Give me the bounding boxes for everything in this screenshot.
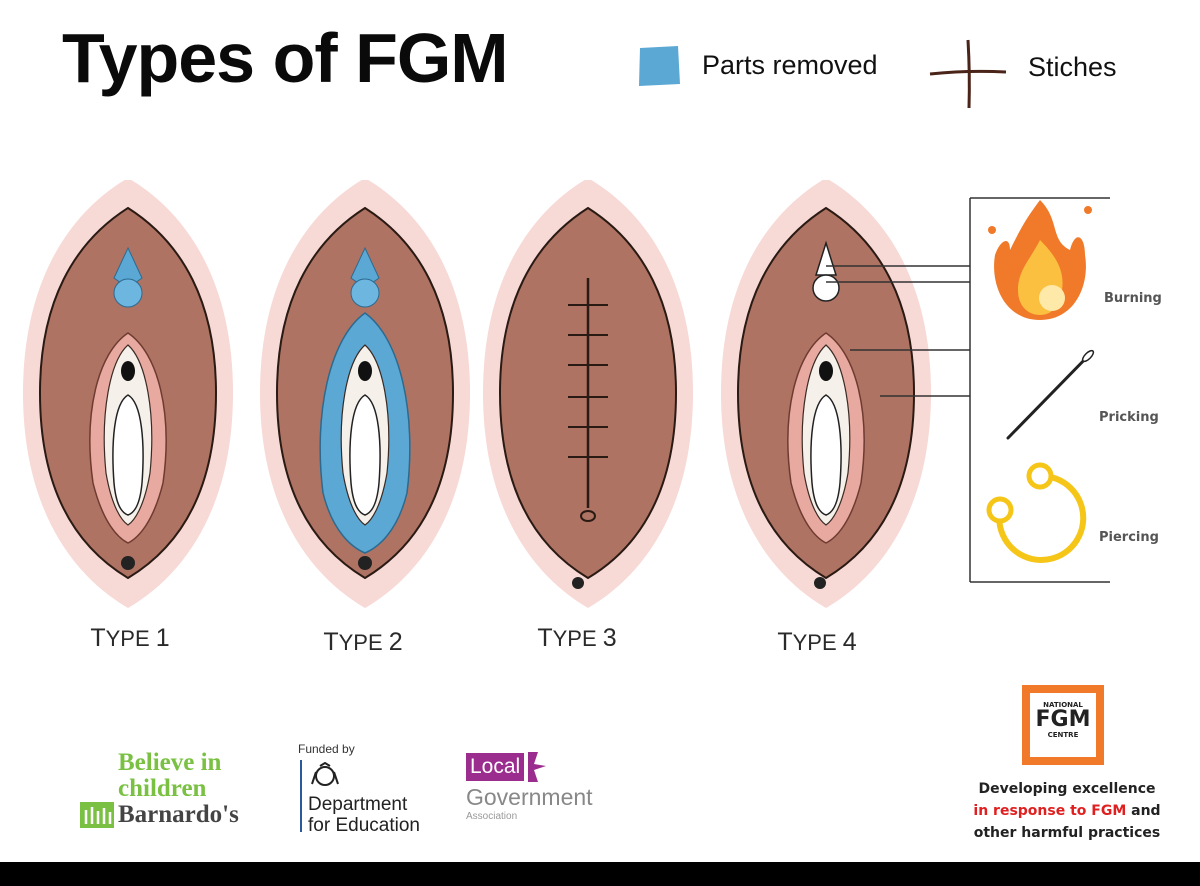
fgm-types-diagram	[22, 180, 1110, 609]
fire-icon	[988, 200, 1092, 320]
legend-stitches-label: Stiches	[1028, 52, 1117, 82]
royal-crest-icon	[311, 762, 339, 786]
method-label-piercing: Piercing	[1099, 530, 1159, 545]
type2-diagram	[259, 180, 471, 609]
type3-label: TYPE 3	[537, 624, 617, 652]
type2-label: TYPE 2	[323, 628, 403, 656]
barnardos-children-icon	[80, 802, 114, 828]
method-label-burning: Burning	[1104, 291, 1162, 306]
bottom-bar	[0, 862, 1200, 886]
type3-diagram	[482, 180, 694, 609]
ring-icon	[986, 462, 1087, 563]
type4-diagram	[720, 180, 932, 609]
method-label-pricking: Pricking	[1099, 410, 1159, 425]
lga-bracket-icon	[528, 752, 547, 782]
type1-diagram	[22, 180, 234, 609]
barnardos-logo: Believe in children Barnardo's	[80, 750, 239, 828]
type4-connector-lines	[826, 197, 1110, 583]
lga-logo: Local Government Association	[466, 750, 593, 822]
fgm-centre-logo: NATIONAL FGM CENTRE	[1022, 685, 1104, 765]
parts-removed-swatch-icon	[639, 46, 680, 86]
stitch-icon	[929, 39, 1007, 109]
dfe-logo: Funded by Department for Education	[298, 742, 420, 836]
needle-icon	[1006, 349, 1095, 440]
type1-label: TYPE 1	[90, 624, 170, 652]
page-title: Types of FGM	[62, 19, 509, 97]
type4-label: TYPE 4	[777, 628, 857, 656]
fgm-centre-tagline: Developing excellence in response to FGM…	[973, 781, 1161, 841]
legend-parts-removed-label: Parts removed	[702, 50, 878, 80]
